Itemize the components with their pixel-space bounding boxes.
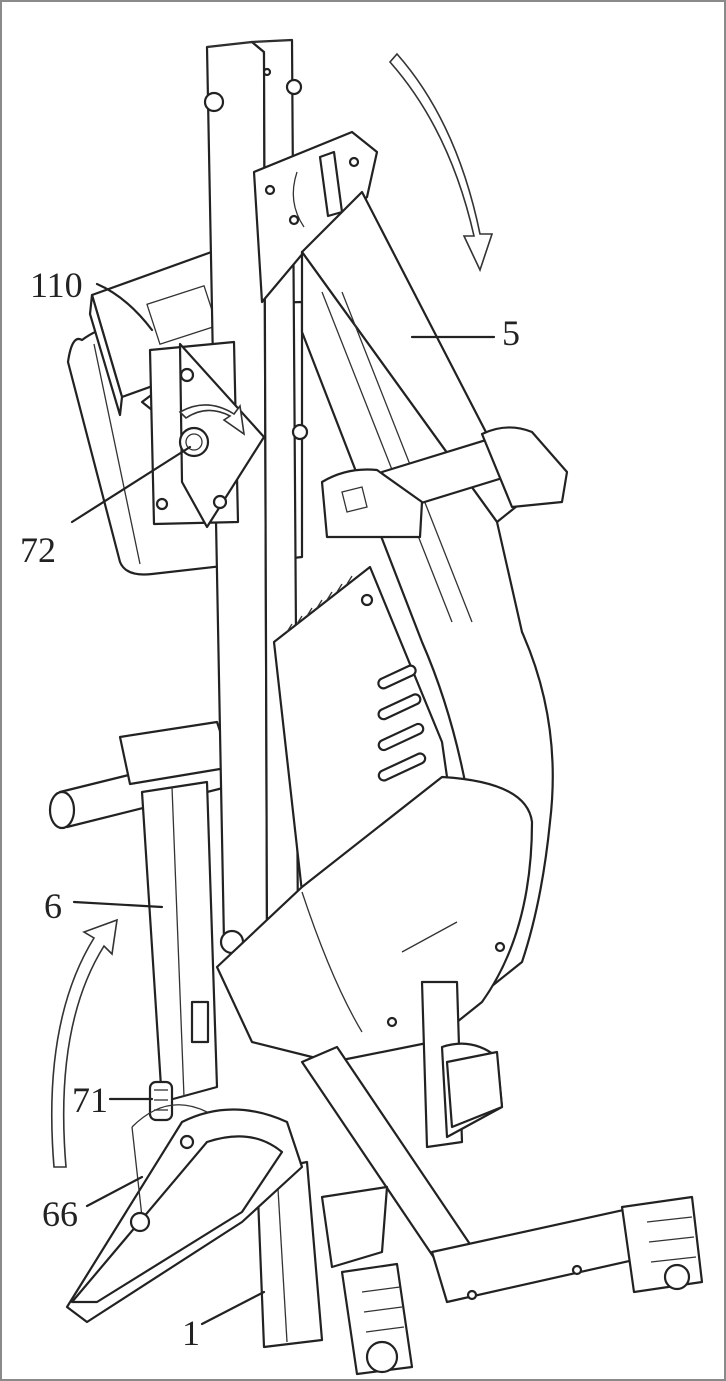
callout-labels: 110 5 72 6 71 66 1 — [20, 265, 520, 1353]
label-72: 72 — [20, 530, 56, 570]
label-110: 110 — [30, 265, 83, 305]
rotation-arrow-up-icon — [50, 918, 118, 1168]
knob-rotation-arrow-icon — [178, 403, 246, 436]
leader-lines — [70, 282, 496, 1326]
right-footplate — [440, 1042, 504, 1139]
top-crossbar — [320, 426, 569, 539]
knob-plate — [148, 340, 309, 529]
base-frame — [300, 980, 704, 1376]
label-66: 66 — [42, 1194, 78, 1234]
label-6: 6 — [44, 886, 62, 926]
pedal-support — [255, 1160, 389, 1349]
rear-column — [140, 780, 219, 1104]
knob-71 — [148, 1080, 174, 1122]
label-5: 5 — [502, 313, 520, 353]
label-1: 1 — [182, 1313, 200, 1353]
rotation-arrow-down-icon — [388, 52, 494, 273]
label-71: 71 — [72, 1080, 108, 1120]
left-pedal — [65, 1104, 304, 1324]
